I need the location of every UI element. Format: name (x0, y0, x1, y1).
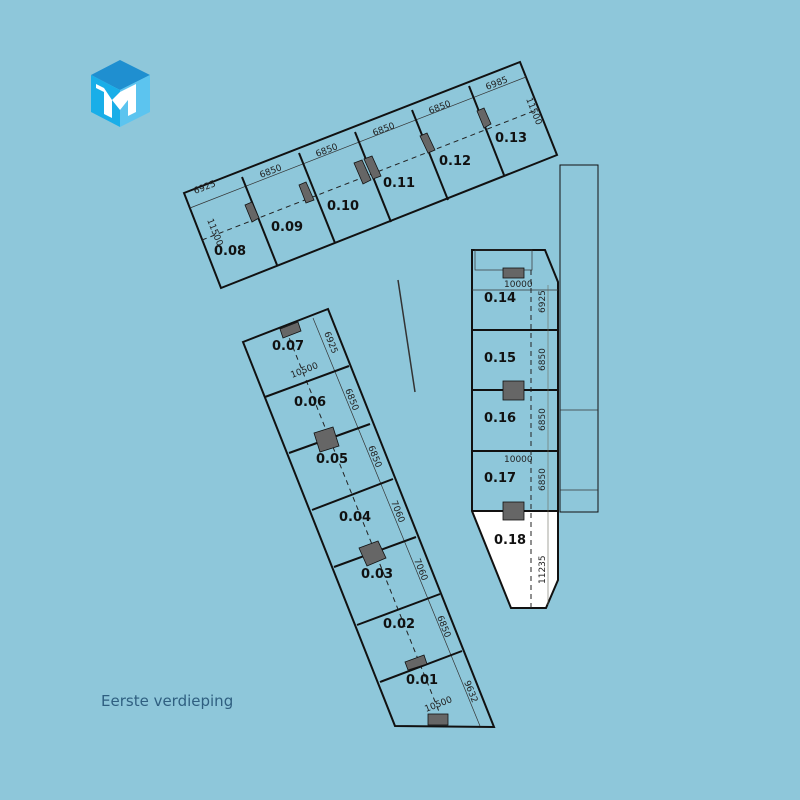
unit-label[interactable]: 0.11 (383, 176, 415, 191)
unit-label[interactable]: 0.13 (495, 131, 527, 146)
unit-label[interactable]: 0.04 (339, 510, 371, 525)
unit-label[interactable]: 0.07 (272, 339, 304, 354)
dimension-label: 7060 (388, 499, 406, 524)
dimension-label: 6850 (538, 468, 548, 491)
unit-label[interactable]: 0.09 (271, 220, 303, 235)
unit-label[interactable]: 0.05 (316, 452, 348, 467)
dimension-label: 6925 (538, 290, 548, 313)
dimension-label: 6925 (321, 330, 339, 355)
dimension-label: 6850 (538, 408, 548, 431)
dimension-label: 6850 (434, 614, 452, 639)
dimension-label: 6850 (538, 348, 548, 371)
dimension-label: 11235 (538, 555, 548, 584)
unit-label-selected[interactable]: 0.18 (494, 533, 526, 548)
dimension-label: 6850 (314, 142, 339, 160)
unit-label[interactable]: 0.15 (484, 351, 516, 366)
dimension-label: 6925 (192, 179, 217, 197)
dimension-label: 6850 (342, 387, 360, 412)
unit-label[interactable]: 0.02 (383, 617, 415, 632)
dimension-label: 6985 (484, 75, 509, 93)
unit-label[interactable]: 0.10 (327, 199, 359, 214)
unit-label[interactable]: 0.06 (294, 395, 326, 410)
unit-label[interactable]: 0.03 (361, 567, 393, 582)
wing-east (471, 164, 599, 609)
dimension-label: 7060 (411, 557, 429, 582)
unit-label[interactable]: 0.14 (484, 291, 516, 306)
dimension-label: 10500 (423, 695, 454, 715)
dimension-label: 10000 (504, 455, 533, 465)
unit-label[interactable]: 0.12 (439, 154, 471, 169)
logo-icon (91, 60, 150, 127)
floor-caption: Eerste verdieping (101, 692, 234, 710)
unit-label[interactable]: 0.08 (214, 244, 246, 259)
wing-west (241, 307, 496, 729)
wing-north (182, 60, 559, 290)
selected-unit-area (472, 511, 558, 608)
dimension-label: 6850 (427, 99, 452, 117)
walkway-line (397, 279, 416, 393)
unit-label[interactable]: 0.16 (484, 411, 516, 426)
dimension-label: 6850 (365, 444, 383, 469)
unit-label[interactable]: 0.01 (406, 673, 438, 688)
dimension-label: 6850 (371, 121, 396, 139)
unit-label[interactable]: 0.17 (484, 471, 516, 486)
dimension-label: 6850 (258, 163, 283, 181)
dimension-label: 10000 (504, 280, 533, 290)
